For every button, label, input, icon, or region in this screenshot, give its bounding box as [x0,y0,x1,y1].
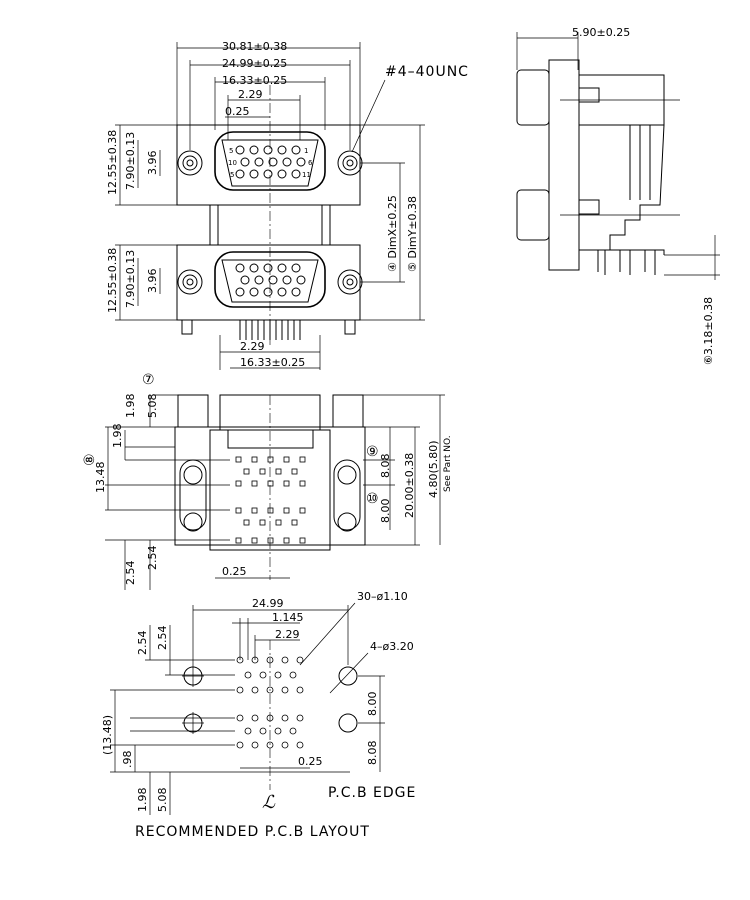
dim-396-upper: 3.96 [146,151,159,176]
side-view: 5.90±0.25 ⑥3.18±0.38 [517,26,720,365]
pin-label-10: 10 [228,159,237,167]
dim-808: 8.08 [379,454,392,479]
dim-025-mid: 0.25 [222,565,247,578]
note-9: ⑨ [366,444,380,460]
pcb-dim-1145: 1.145 [272,611,304,624]
dim-overall-width: ⑐30.81±0.38 [222,40,287,53]
pcb-dim-1348: (13.48) [101,715,114,755]
pcb-dim-254-a: 2.54 [136,631,149,656]
pcb-dim-229: 2.29 [275,628,300,641]
drawing-caption: RECOMMENDED P.C.B LAYOUT [135,824,370,840]
dim-2000: 20.00±0.38 [403,453,416,518]
dim-396-lower: 3.96 [146,269,159,294]
dim-pin-pitch-top: 2.29 [238,88,263,101]
dim-254-b: 2.54 [146,546,159,571]
dim-offset-top: 0.25 [225,105,250,118]
bottom-view: ⑦ 1.98 5.0 [82,372,453,590]
note-10: ⑩ [366,491,380,507]
pcb-dim-025: 0.25 [298,755,323,768]
dim-800: 8.00 [379,499,392,524]
dim-height-lower: 12.55±0.38 [106,248,119,313]
pin-label-1: 1 [304,147,308,155]
dim-790-lower: 7.90±0.13 [124,250,137,308]
pcb-dim-808: 8.08 [366,741,379,766]
pcb-dim-508: 5.08 [156,788,169,813]
pcb-holes-small: 30–ø1.10 [357,590,408,603]
dim-pin-pitch-bottom: 2.29 [240,340,265,353]
pcb-dim-98: .98 [121,751,134,769]
pcb-dim-198: 1.98 [136,788,149,813]
pcb-layout: 24.99 30–ø1.10 1.145 2.29 4–ø3.20 [101,590,416,840]
pcb-dim-2499: 24.99 [252,597,284,610]
dim-side-depth: 5.90±0.25 [572,26,630,39]
pcb-holes-large: 4–ø3.20 [370,640,414,653]
thread-callout: #4–40UNC [385,64,469,80]
front-view: ⑐30.81±0.38 ⑑24.99±0.25 ⑒16.33±0.25 2.29… [106,40,469,370]
note-7: ⑦ [142,372,156,388]
pcb-dim-254-b: 2.54 [156,626,169,651]
dim-790-upper: 7.90±0.13 [124,132,137,190]
dim-shell-bottom: 16.33±0.25 [240,356,305,369]
note-see-part: See Part NO. [443,435,453,492]
dim-198-b: 1.98 [111,424,124,449]
pin-label-11: 11 [302,171,311,179]
centerline-symbol: ℒ [262,792,276,813]
pin-label-15: 5 [230,171,234,179]
dim-508-a: 5.08 [146,394,159,419]
dim-318: ⑥3.18±0.38 [702,297,715,365]
dim-254-a: 2.54 [124,561,137,586]
dim-height-upper: 12.55±0.38 [106,130,119,195]
note-8: ⑧ [82,452,98,466]
dim-198-a: 1.98 [124,394,137,419]
dim-480: 4.80(5.80) [427,440,440,498]
dim-dimx: ④ DimX±0.25 [386,195,399,272]
dim-shell-width: ⑒16.33±0.25 [222,74,287,87]
pcb-edge-label: P.C.B EDGE [328,785,416,801]
pin-label-6: 6 [308,159,313,167]
pcb-dim-800: 8.00 [366,692,379,717]
dim-mount-spacing: ⑑24.99±0.25 [222,57,287,70]
pin-label-5: 5 [229,147,233,155]
dim-dimy: ⑤ DimY±0.38 [406,196,419,272]
